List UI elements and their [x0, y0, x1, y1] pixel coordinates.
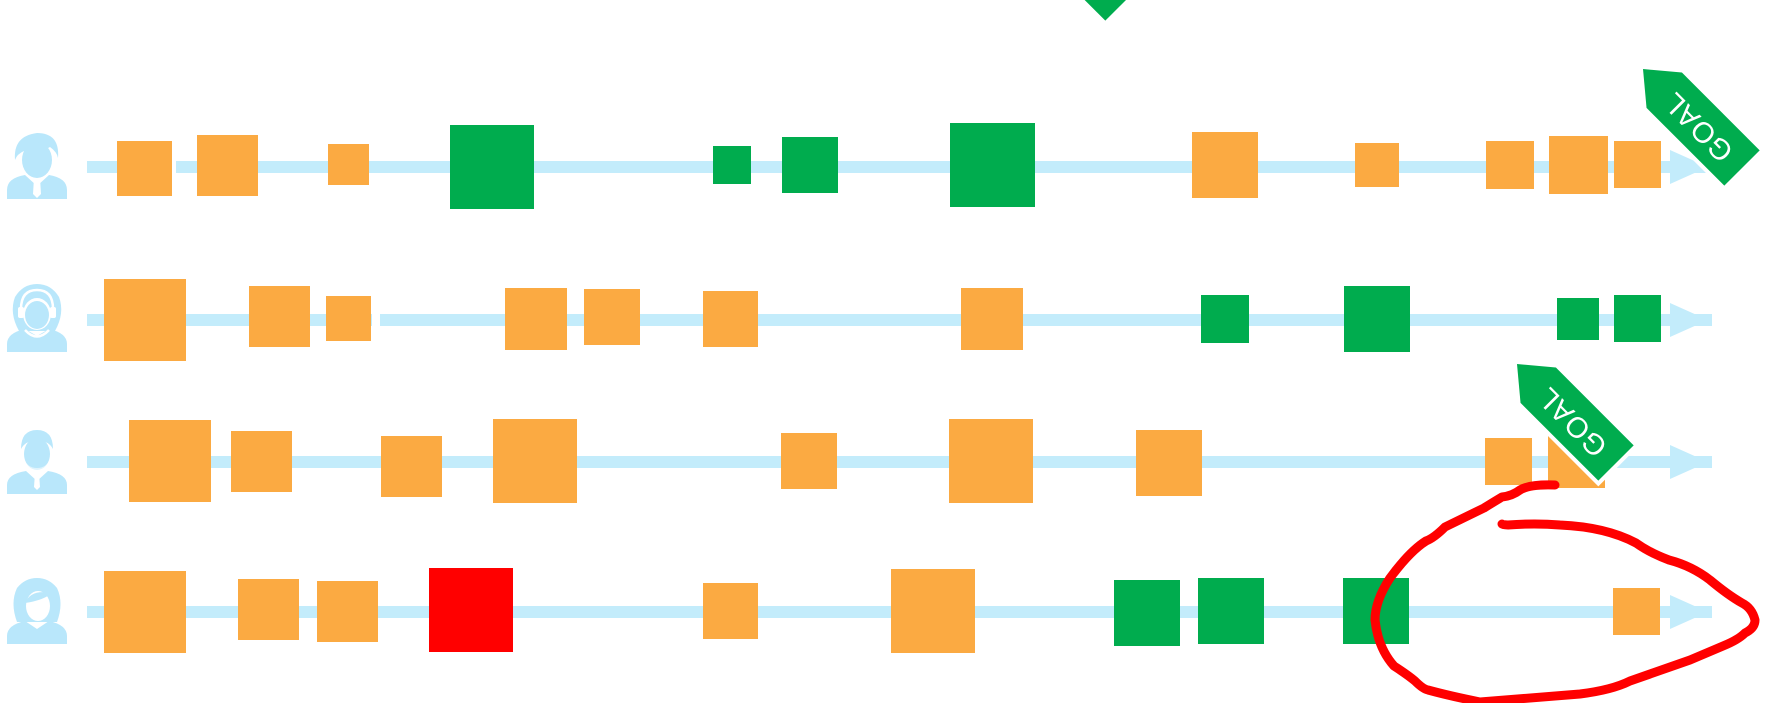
journey-row [7, 123, 1712, 209]
event-box [781, 433, 837, 489]
goal-flag: GOAL [995, 0, 1147, 27]
event-box [104, 571, 186, 653]
event-box [328, 144, 369, 185]
event-box [1613, 588, 1660, 635]
goal-event-box [950, 123, 1035, 207]
highlight-circle-annotation [1370, 480, 1760, 703]
event-box [197, 135, 258, 196]
goal-flag-body [1517, 364, 1634, 481]
timeline-line [87, 314, 1712, 326]
woman-icon [7, 578, 67, 644]
goal-flag-outline [995, 0, 1147, 27]
woman-with-headset-icon [5, 282, 69, 354]
goal-event-box [1344, 286, 1410, 352]
journey-row [7, 568, 1712, 653]
event-box [1549, 136, 1608, 194]
goal-event-box [1201, 295, 1249, 343]
goal-event-box [782, 137, 838, 193]
timeline-arrow-icon [1670, 303, 1708, 337]
timeline-gap [170, 160, 176, 174]
goal-event-box [1114, 580, 1180, 646]
timeline-arrow-icon [1670, 595, 1708, 629]
goal-flag: GOAL [1488, 335, 1640, 487]
timeline-gap [372, 313, 380, 327]
man-with-tie-icon [7, 133, 67, 199]
event-box [317, 581, 378, 642]
goal-flag: GOAL [1614, 40, 1766, 192]
event-box [949, 419, 1033, 503]
goal-event-box [1614, 295, 1661, 342]
event-box [381, 436, 442, 497]
event-box [231, 431, 292, 492]
event-box [703, 583, 758, 639]
timeline-arrow-icon [1670, 150, 1708, 184]
event-box [326, 296, 371, 341]
goal-event-box [713, 146, 751, 184]
event-box [961, 288, 1023, 350]
event-box [249, 286, 310, 347]
event-box [129, 420, 211, 502]
event-box [238, 579, 299, 640]
goal-flag-body [1643, 69, 1760, 186]
event-box [1355, 143, 1399, 187]
timeline-line [87, 456, 1712, 468]
goal-event-box [1557, 298, 1599, 340]
event-box [1485, 438, 1532, 485]
event-box [703, 291, 758, 347]
event-box [1486, 141, 1534, 189]
journey-row [5, 279, 1712, 361]
event-box [493, 419, 577, 503]
timeline-arrow-icon [1670, 445, 1708, 479]
bearded-man-icon [7, 430, 67, 494]
event-box [117, 141, 172, 196]
journey-row [7, 419, 1712, 503]
goal-event-box [450, 125, 534, 209]
event-box [1192, 132, 1258, 198]
goal-event-box [1198, 578, 1264, 644]
event-box [104, 279, 186, 361]
event-box [1136, 430, 1202, 496]
event-box [891, 569, 975, 653]
event-box [1614, 141, 1661, 188]
event-box [584, 289, 640, 345]
failure-event-box [429, 568, 513, 652]
event-box [505, 288, 567, 350]
